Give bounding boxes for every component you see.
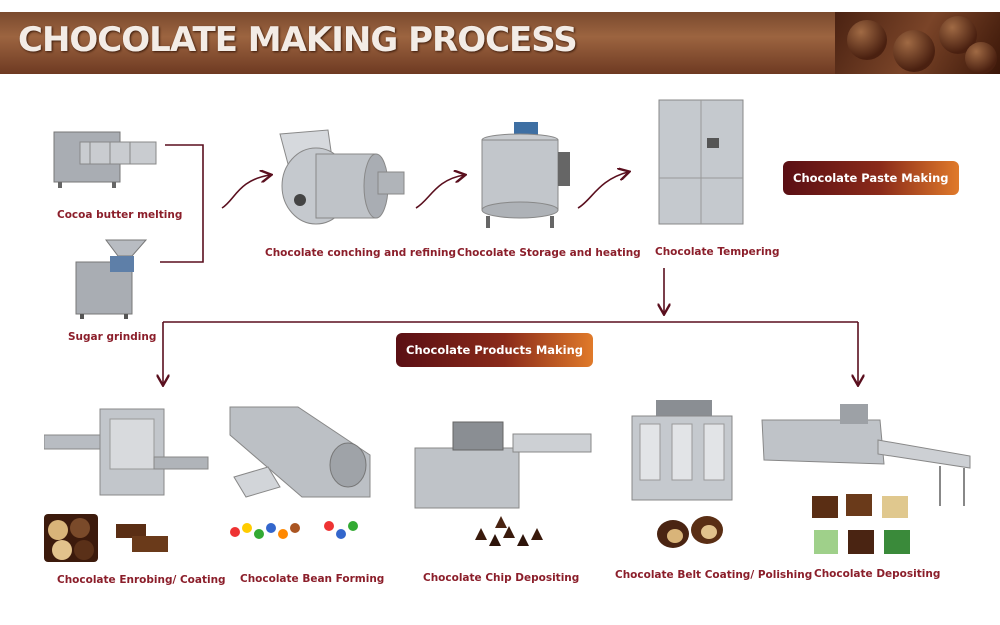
step-label-enrobing: Chocolate Enrobing/ Coating <box>57 574 226 586</box>
conche-icon <box>279 129 405 225</box>
pill-chocolate-paste-making: Chocolate Paste Making <box>783 161 959 195</box>
pill-chocolate-products-making: Chocolate Products Making <box>396 333 594 367</box>
step-label-bean: Chocolate Bean Forming <box>240 573 385 585</box>
cocoa-butter-melter-icon <box>53 131 157 188</box>
curve-arrow-2 <box>415 175 464 209</box>
page-title: CHOCOLATE MAKING PROCESS <box>18 20 578 60</box>
bracket-line <box>160 144 204 263</box>
step-label-chip: Chocolate Chip Depositing <box>423 572 580 584</box>
chip-depositor-icon <box>414 421 592 509</box>
chocolate-photo-icon <box>835 12 1000 74</box>
curve-arrow-1 <box>221 175 270 209</box>
curve-arrow-3 <box>577 172 628 209</box>
filled-chocolates-icon <box>812 494 910 554</box>
step-label-sugar: Sugar grinding <box>68 331 157 343</box>
chocolate-chips-icon <box>475 516 543 546</box>
coated-nuts-icon <box>657 516 723 548</box>
candy-beans-icon <box>230 521 358 539</box>
enrobed-products-icon <box>44 514 168 562</box>
tempering-machine-icon <box>658 99 744 225</box>
step-label-conching: Chocolate conching and refining <box>265 247 457 259</box>
step-label-depositing: Chocolate Depositing <box>814 568 941 580</box>
header-banner: CHOCOLATE MAKING PROCESS <box>0 12 1000 74</box>
step-label-tempering: Chocolate Tempering <box>655 246 780 258</box>
bean-forming-line-icon <box>229 406 371 498</box>
step-label-cocoa: Cocoa butter melting <box>57 209 183 221</box>
depositing-line-icon <box>761 404 971 506</box>
step-label-belt: Chocolate Belt Coating/ Polishing <box>615 569 813 581</box>
belt-coating-machine-icon <box>631 400 733 501</box>
sugar-grinder-icon <box>75 239 148 319</box>
storage-tank-icon <box>481 122 570 228</box>
enrobing-line-icon <box>44 408 209 496</box>
step-label-storage: Chocolate Storage and heating <box>457 247 641 259</box>
